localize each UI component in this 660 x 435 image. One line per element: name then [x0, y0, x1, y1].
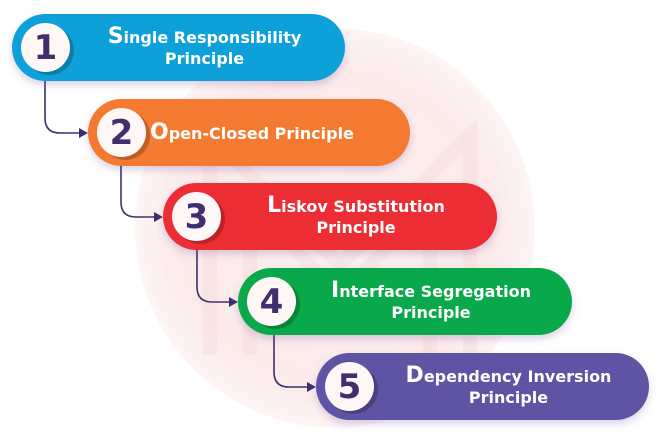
step-1-single-responsibility: 1 Single Responsibility Principle: [12, 14, 345, 81]
step-number-badge: 5: [325, 362, 374, 411]
step-label: Dependency Inversion Principle: [386, 353, 631, 420]
step-label: Interface Segregation Principle: [308, 268, 554, 335]
step-label: Open-Closed Principle: [150, 99, 392, 166]
arrow-head-icon: [79, 128, 88, 138]
connector-2-3: [120, 164, 157, 218]
step-label-line1: Interface Segregation: [331, 278, 531, 303]
step-5-dependency-inversion: 5 Dependency Inversion Principle: [316, 353, 649, 420]
connector-4-5: [273, 334, 310, 388]
step-label-line1: Dependency Inversion: [405, 363, 612, 388]
arrow-head-icon: [229, 297, 238, 307]
step-number-badge: 1: [21, 23, 70, 72]
arrow-head-icon: [307, 382, 316, 392]
step-label: Liskov Substitution Principle: [233, 183, 479, 250]
step-number-badge: 3: [172, 192, 221, 241]
step-label-line1: Open-Closed Principle: [150, 119, 354, 145]
step-label-line2: Principle: [316, 218, 396, 237]
step-label-line1: Liskov Substitution: [267, 193, 445, 218]
step-number-badge: 4: [247, 277, 296, 326]
step-label-line2: Principle: [468, 388, 549, 407]
arrow-head-icon: [154, 212, 163, 222]
step-label: Single Responsibility Principle: [82, 14, 327, 81]
connector-3-4: [196, 249, 232, 303]
step-3-liskov-substitution: 3 Liskov Substitution Principle: [163, 183, 497, 250]
step-label-line2: Principle: [164, 49, 245, 68]
step-label-line1: Single Responsibility: [107, 24, 302, 49]
step-2-open-closed: 2 Open-Closed Principle: [88, 99, 410, 166]
step-4-interface-segregation: 4 Interface Segregation Principle: [238, 268, 572, 335]
step-number-badge: 2: [97, 108, 146, 157]
connector-1-2: [44, 80, 82, 134]
step-label-line2: Principle: [391, 303, 471, 322]
